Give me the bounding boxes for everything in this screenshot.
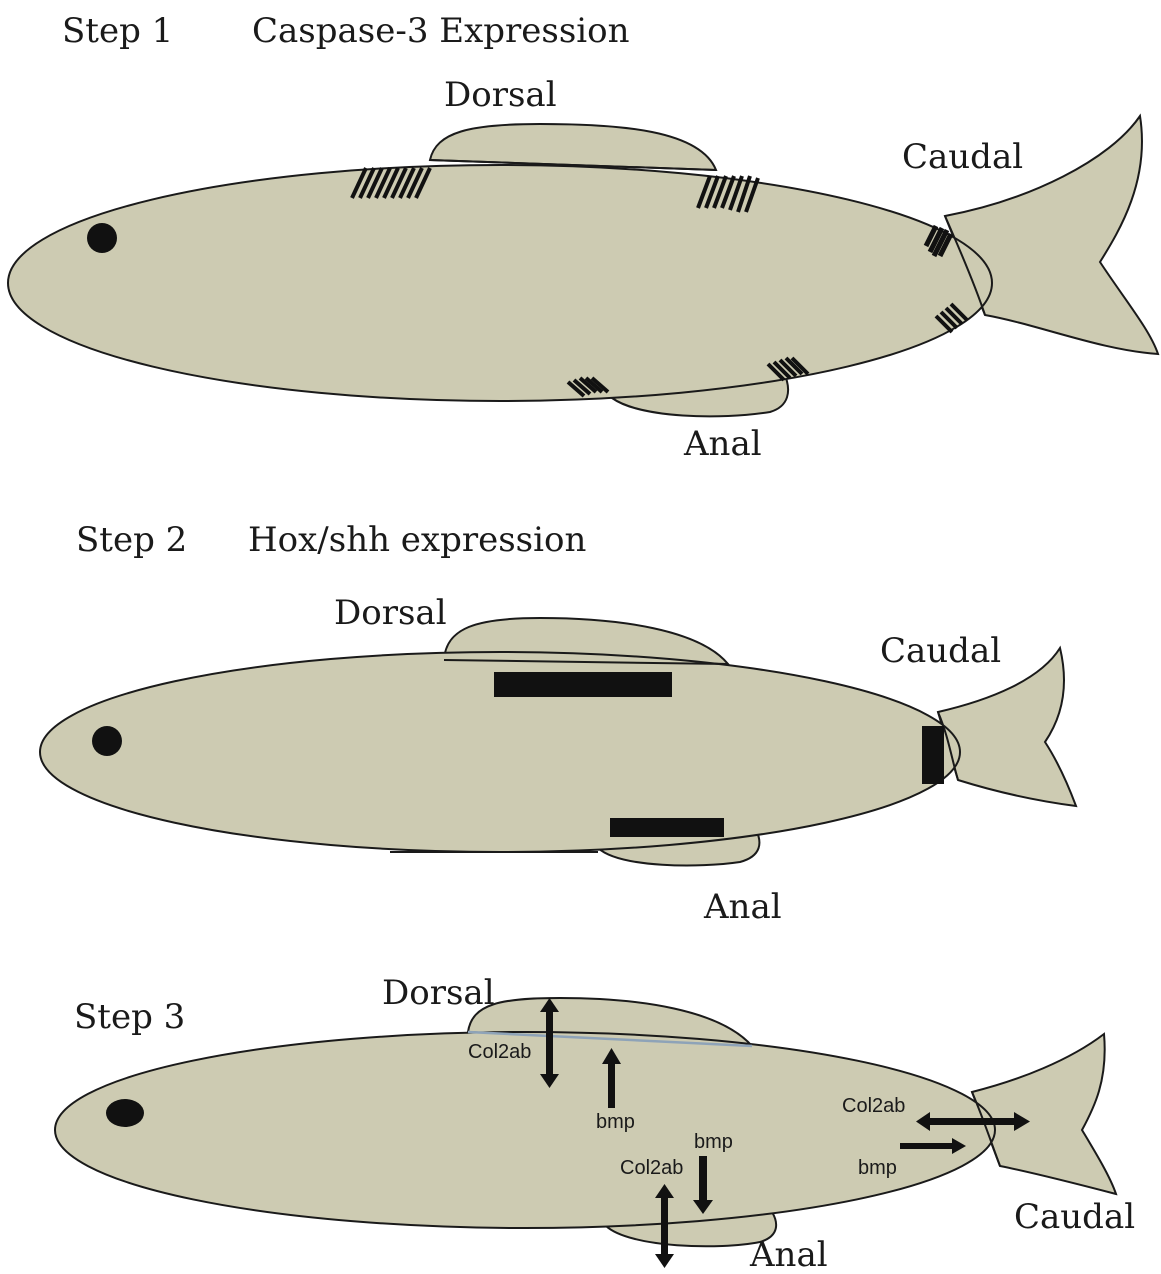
step3-anal-bmp-label: bmp [694,1131,733,1153]
step1-anal-label: Anal [683,424,762,464]
step2-label: Step 2 [76,520,187,560]
step3-anal-label: Anal [749,1235,828,1274]
step2-caudal-fin [938,648,1076,806]
step1-panel: Step 1 Caspase-3 Expression [8,11,1158,464]
step3-caudal-fin [972,1034,1116,1194]
step2-eye [92,726,122,756]
step2-anal-expression-bar [610,818,724,837]
step3-dorsal-label: Dorsal [382,973,495,1013]
step2-panel: Step 2 Hox/shh expression Dorsal Caudal … [40,520,1076,927]
step1-title: Caspase-3 Expression [252,11,630,51]
step2-title: Hox/shh expression [248,520,586,560]
step3-panel: Step 3 [55,973,1135,1274]
step1-dorsal-label: Dorsal [444,75,557,115]
step3-caudal-bmp-label: bmp [858,1157,897,1179]
step1-caudal-label: Caudal [902,137,1023,177]
step3-dorsal-bmp-label: bmp [596,1111,635,1133]
step1-label: Step 1 [62,11,173,51]
step2-dorsal-expression-bar [494,672,672,697]
step3-eye [106,1099,144,1127]
step2-anal-label: Anal [703,887,782,927]
step3-caudal-label: Caudal [1014,1197,1135,1237]
step2-caudal-expression-bar [922,726,944,784]
step3-anal-col2ab-label: Col2ab [620,1157,683,1179]
step2-caudal-label: Caudal [880,631,1001,671]
step2-dorsal-label: Dorsal [334,593,447,633]
step1-eye [87,223,117,253]
step1-dorsal-fin [430,124,716,170]
step3-caudal-col2ab-label: Col2ab [842,1095,905,1117]
step3-dorsal-col2ab-label: Col2ab [468,1041,531,1063]
step3-label: Step 3 [74,997,185,1037]
step1-body [8,165,992,401]
